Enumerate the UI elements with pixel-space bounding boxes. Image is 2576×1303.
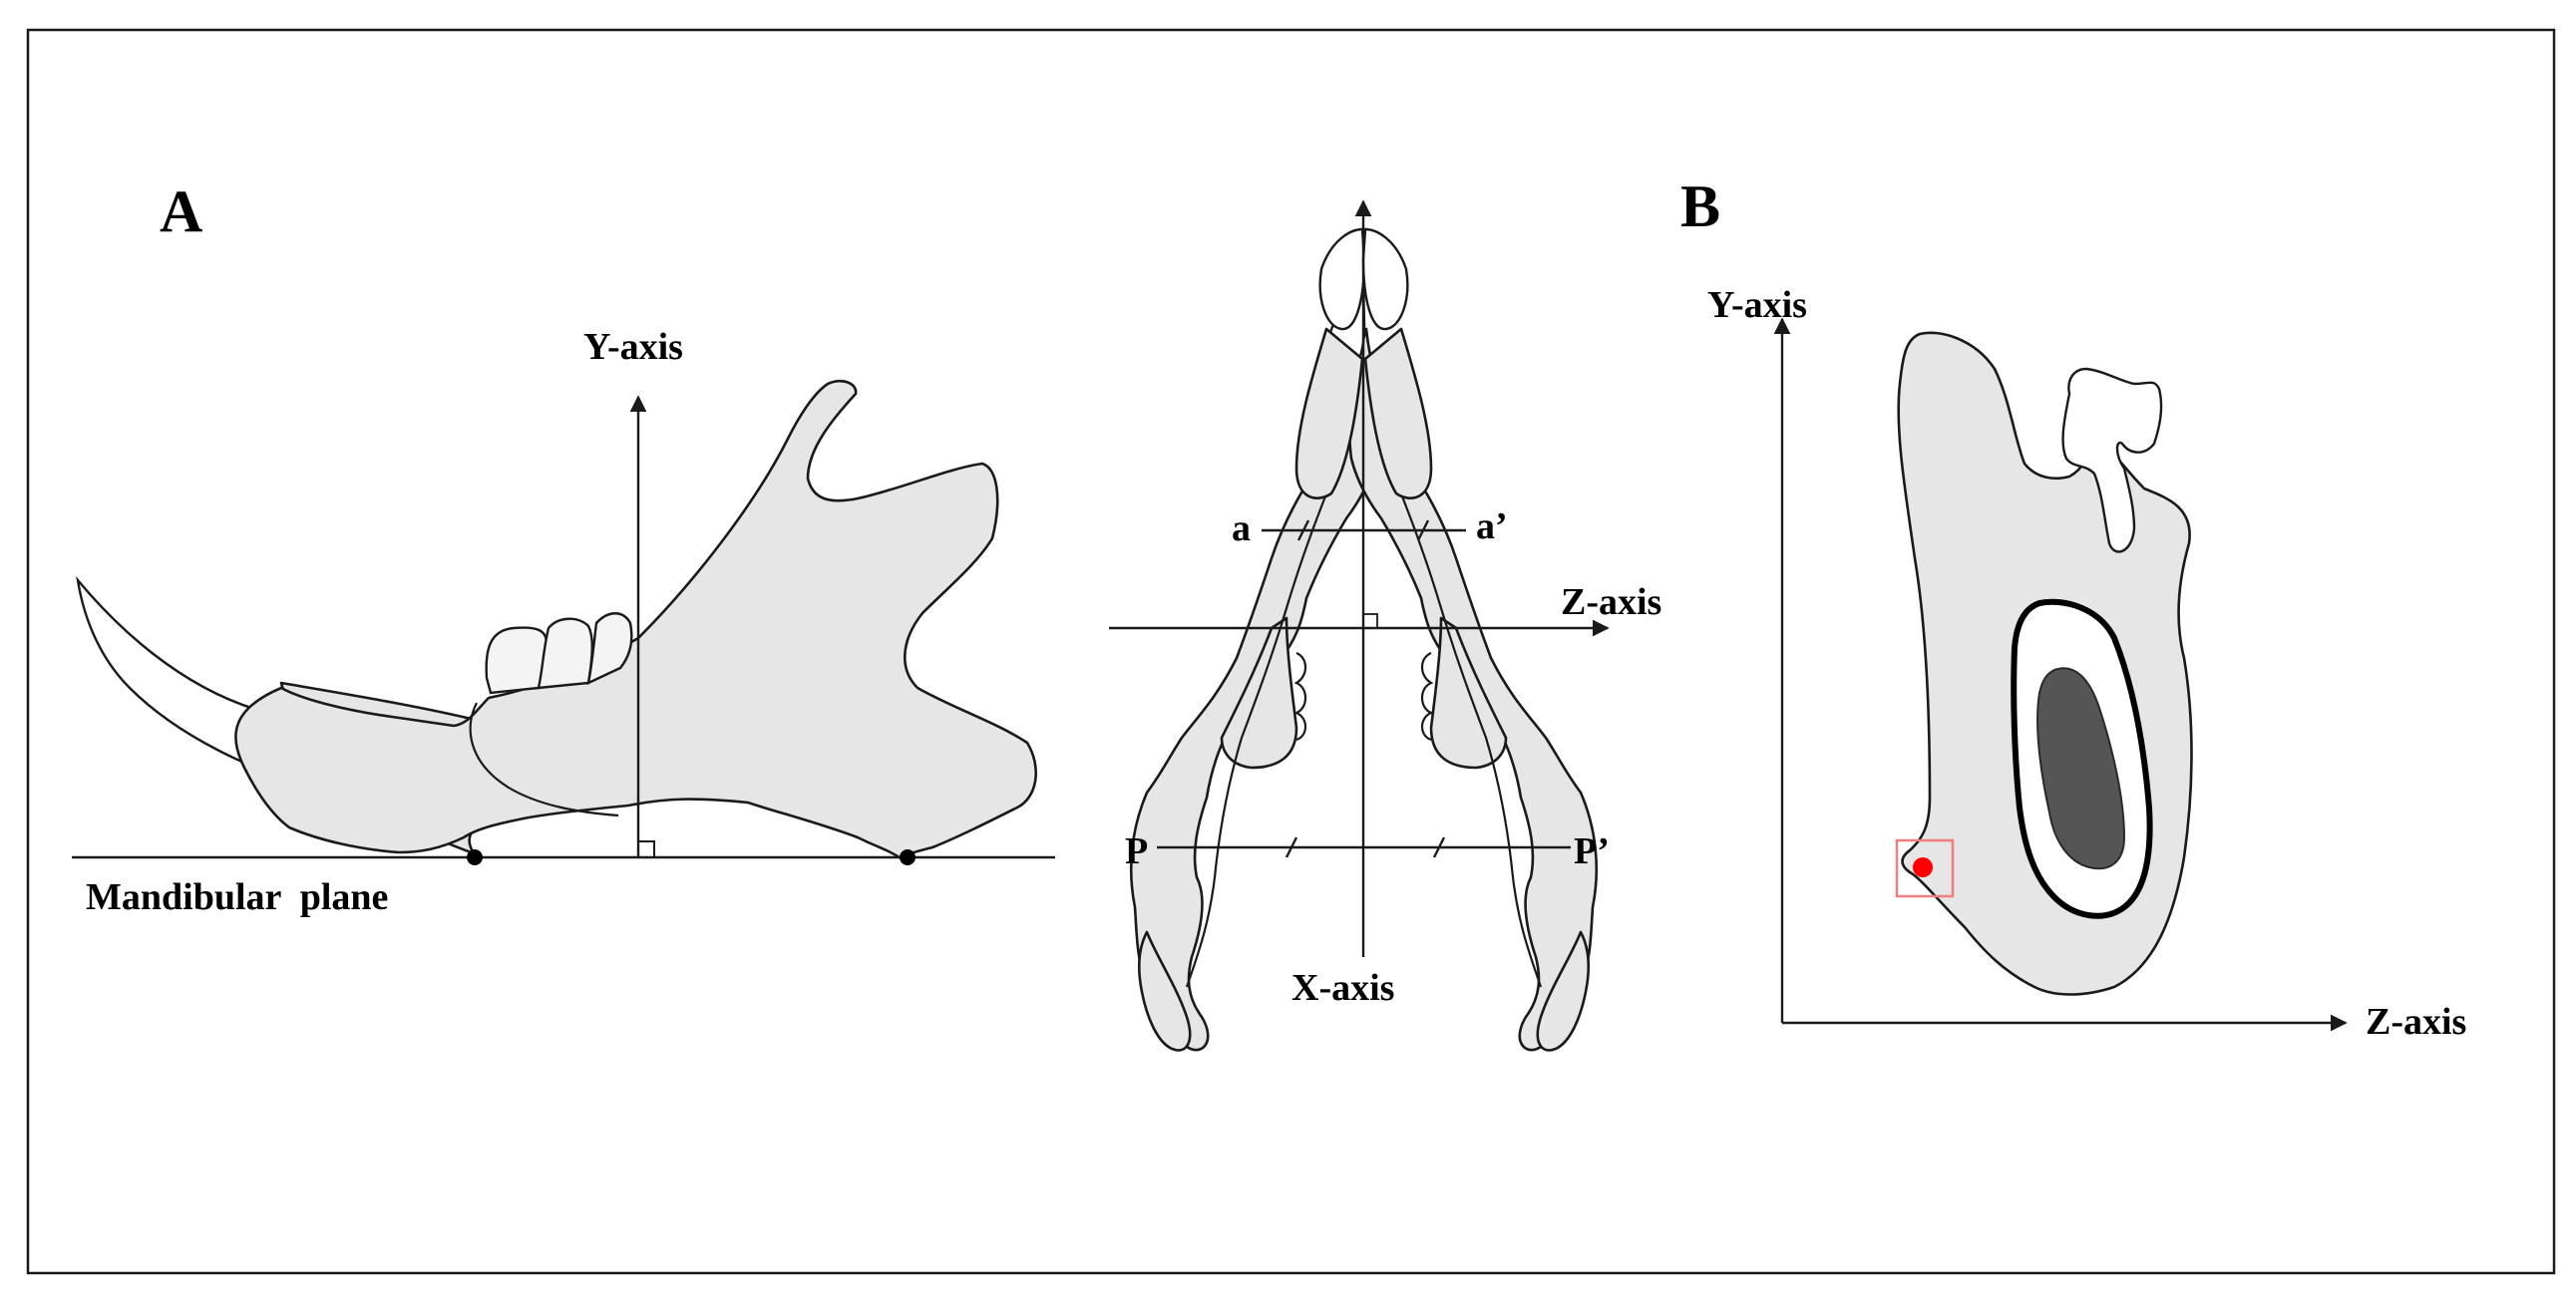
left-molars: [1293, 651, 1307, 742]
right-angle-mark-dorsal: [1362, 613, 1378, 629]
label-p-prime: P’: [1574, 830, 1610, 872]
right-molars: [1420, 651, 1434, 742]
label-p: P: [1125, 830, 1148, 872]
panel-b-letter: B: [1680, 173, 1720, 239]
incisor-shafts: [1294, 327, 1433, 499]
measurement-point-marker: [1913, 857, 1933, 877]
region-highlight-box: [1895, 838, 1955, 898]
y-axis-label-section: Y-axis: [1707, 284, 1807, 326]
label-a: a: [1232, 507, 1251, 549]
right-incisor-tip: [1361, 227, 1409, 331]
landmark-menton: [467, 849, 483, 865]
z-axis-label-section: Z-axis: [2366, 1001, 2466, 1043]
mandible-body: [234, 379, 1038, 861]
tick-p-left: [1285, 836, 1298, 858]
marrow-dark-core: [2036, 667, 2126, 870]
panel-b: B Y-axis Z-axis: [1680, 173, 2466, 1043]
x-axis-label-dorsal: X-axis: [1291, 967, 1394, 1009]
label-a-prime: a’: [1476, 505, 1508, 547]
left-incisor-tip: [1318, 227, 1366, 331]
tooth-section: [2061, 367, 2163, 553]
panel-a-letter: A: [160, 178, 202, 244]
molar-teeth: [485, 612, 633, 695]
landmark-gonion: [900, 849, 916, 865]
left-inner-cortex: [1185, 468, 1338, 988]
left-condyle: [1137, 930, 1192, 1052]
z-axis-label-dorsal: Z-axis: [1561, 581, 1661, 623]
panel-a: A Y-axis Mandibular plane: [72, 178, 1055, 918]
y-axis-label-lateral: Y-axis: [583, 326, 683, 368]
right-inner-cortex: [1389, 468, 1543, 988]
body-ramus-seam: [469, 702, 619, 817]
tick-p-right: [1432, 836, 1446, 858]
panel-a-dorsal: a a’ P P’ Z-axis X-axis: [1109, 199, 1661, 1052]
mandibular-plane-label: Mandibular plane: [86, 876, 388, 918]
tick-a-right: [1416, 519, 1430, 541]
tick-a-left: [1296, 519, 1310, 541]
right-angle-mark: [637, 840, 655, 858]
right-condyle: [1536, 930, 1591, 1052]
